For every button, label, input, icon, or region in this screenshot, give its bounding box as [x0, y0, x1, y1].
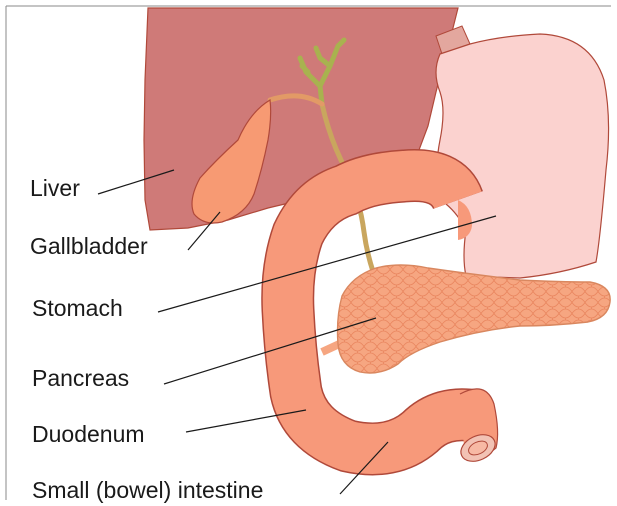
- label-stomach: Stomach: [32, 295, 123, 321]
- label-duodenum: Duodenum: [32, 421, 145, 447]
- label-pancreas: Pancreas: [32, 365, 129, 391]
- label-liver: Liver: [30, 175, 80, 201]
- stomach: [436, 34, 609, 278]
- label-gallbladder: Gallbladder: [30, 233, 148, 259]
- label-small-intestine: Small (bowel) intestine: [32, 477, 263, 503]
- pancreas: [338, 265, 611, 373]
